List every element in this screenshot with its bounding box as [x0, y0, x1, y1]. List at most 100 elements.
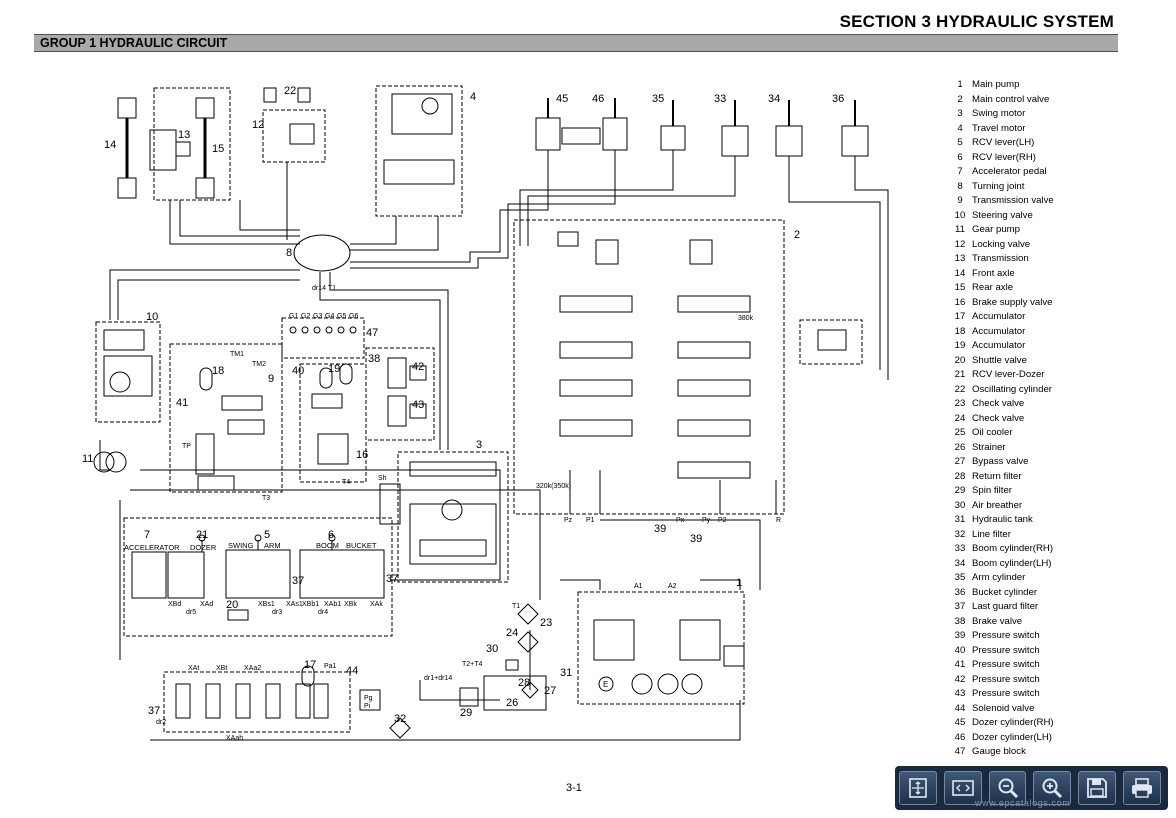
- label-xbb1: XBb1: [302, 601, 319, 608]
- label-pg: Pg: [364, 695, 373, 702]
- fit-page-button[interactable]: [899, 771, 937, 805]
- label-t2t4: T2+T4: [462, 661, 483, 668]
- page-number: 3-1: [566, 782, 582, 794]
- legend-number: 1: [957, 79, 963, 90]
- callout-43: 43: [412, 399, 424, 411]
- legend-label: Shuttle valve: [972, 354, 1027, 366]
- legend-label: Turning joint: [972, 180, 1025, 192]
- legend-number: 32: [954, 528, 966, 540]
- label-p1: P1: [586, 517, 595, 524]
- label-r: R: [776, 517, 781, 524]
- callout-11: 11: [82, 453, 93, 465]
- label-t3: T3: [262, 495, 270, 502]
- legend-number: 17: [954, 311, 966, 322]
- legend-number: 27: [954, 456, 966, 467]
- legend-number: 9: [957, 195, 963, 206]
- label-320k: 320k(350k): [536, 483, 571, 490]
- callout-6: 6: [328, 529, 334, 541]
- callout-37c: 37: [148, 705, 160, 717]
- save-icon: [1087, 778, 1108, 798]
- legend-number: 33: [954, 543, 966, 554]
- callout-8: 8: [286, 247, 292, 259]
- callout-33: 33: [714, 93, 726, 105]
- label-e: E: [603, 680, 608, 689]
- callout-21: 21: [196, 529, 208, 541]
- callout-30: 30: [486, 643, 498, 655]
- legend-label: Accumulator: [972, 325, 1026, 337]
- legend-number: 44: [954, 702, 966, 714]
- viewer-toolbar: www.epcatalogs.com: [895, 766, 1168, 810]
- legend-label: Transmission: [972, 253, 1029, 264]
- transmission-valve: [169, 343, 283, 493]
- legend-number: 8: [957, 180, 963, 192]
- legend-label: Gear pump: [972, 224, 1020, 235]
- legend-item: 6 RCV lever(RH): [948, 151, 1148, 166]
- zoom-out-button[interactable]: [988, 771, 1027, 805]
- page-nav-button[interactable]: [943, 771, 982, 805]
- legend-number: 6: [957, 151, 963, 163]
- callout-13: 13: [178, 129, 190, 141]
- legend-label: Front axle: [972, 267, 1015, 279]
- legend-number: 38: [954, 615, 966, 627]
- legend-label: Oil cooler: [972, 427, 1013, 438]
- callout-15: 15: [212, 143, 224, 155]
- legend-label: Gauge block: [972, 746, 1026, 757]
- callout-9: 9: [268, 373, 274, 385]
- callout-26: 26: [506, 697, 518, 709]
- label-xat: XAt: [188, 665, 199, 672]
- brake-supply-valve: [299, 363, 367, 483]
- legend-number: 28: [954, 470, 966, 482]
- brake-valve: [365, 347, 435, 441]
- callout-16: 16: [356, 449, 368, 461]
- hydraulic-circuit-diagram: 14 13 15 12 22 4 45 46 35 33 34 36 8 2 1…: [82, 85, 889, 742]
- callout-24: 24: [506, 627, 518, 639]
- legend-label: Strainer: [972, 441, 1006, 453]
- label-xad: XAd: [200, 601, 213, 608]
- legend-label: Main control valve: [972, 93, 1050, 105]
- label-g5: G5: [337, 313, 346, 320]
- legend-number: 37: [954, 601, 966, 612]
- legend-number: 15: [954, 282, 966, 293]
- label-dr5: dr5: [186, 609, 196, 616]
- callout-29: 29: [460, 707, 472, 719]
- legend-label: Dozer cylinder(LH): [972, 731, 1052, 743]
- callout-37b: 37: [386, 573, 398, 585]
- legend-label: Return filter: [972, 470, 1022, 482]
- page-nav-icon: [951, 780, 974, 796]
- watermark: www.epcatalogs.com: [975, 798, 1071, 808]
- label-xak: XAk: [370, 601, 383, 608]
- label-a2: A2: [668, 583, 677, 590]
- legend-number: 5: [957, 137, 963, 148]
- label-dr2: dr2: [156, 719, 166, 726]
- legend-number: 20: [954, 354, 966, 366]
- legend-number: 7: [957, 166, 963, 177]
- label-tm2: TM2: [252, 361, 266, 368]
- callout-20: 20: [226, 599, 238, 611]
- legend-number: 36: [954, 586, 966, 598]
- legend-label: Bypass valve: [972, 456, 1029, 467]
- legend-label: RCV lever(RH): [972, 151, 1036, 163]
- group-title: GROUP 1 HYDRAULIC CIRCUIT: [40, 36, 228, 50]
- save-button[interactable]: [1078, 771, 1117, 805]
- print-icon: [1132, 778, 1153, 798]
- print-button[interactable]: [1123, 771, 1161, 805]
- steering-valve: [95, 321, 161, 423]
- label-dozer: DOZER: [190, 543, 217, 552]
- legend-label: Boom cylinder(LH): [972, 557, 1052, 569]
- zoom-in-button[interactable]: [1033, 771, 1072, 805]
